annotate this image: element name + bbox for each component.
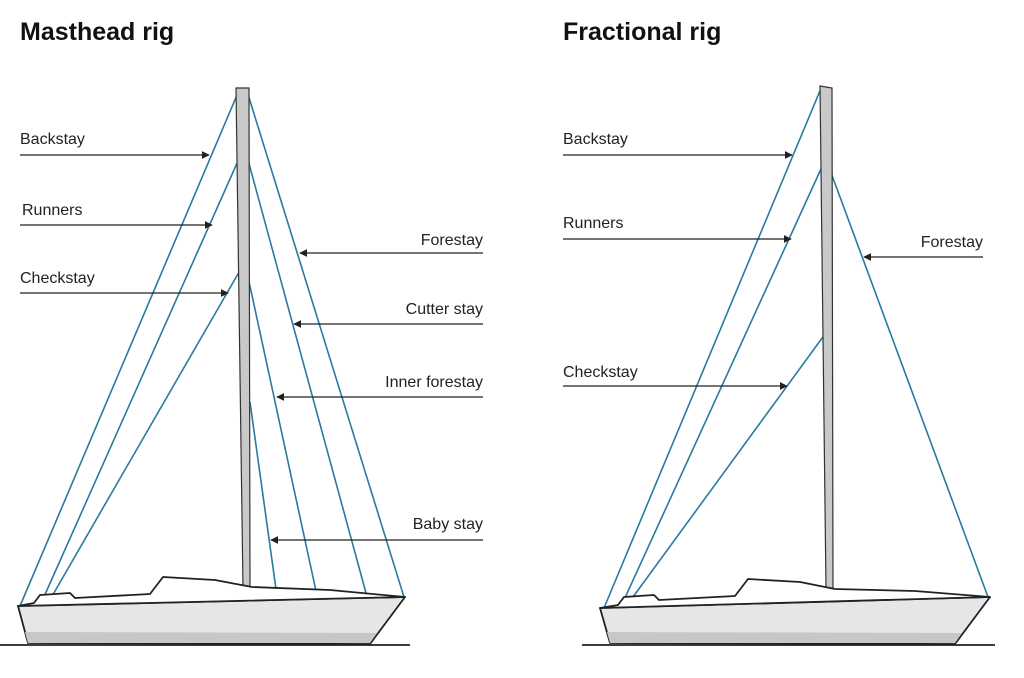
fractional-rig-panel: Fractional rig Backstay Runners Forestay… xyxy=(563,18,995,646)
fractional-title: Fractional rig xyxy=(563,18,721,46)
masthead-runner-line xyxy=(42,151,243,600)
masthead-label-cutter-stay: Cutter stay xyxy=(406,301,483,318)
masthead-label-checkstay: Checkstay xyxy=(20,270,95,287)
masthead-hull-boottop xyxy=(25,632,377,643)
masthead-label-backstay: Backstay xyxy=(20,131,85,148)
fractional-forestay-line xyxy=(829,169,989,598)
fractional-backstay-line xyxy=(603,85,823,609)
masthead-checkstay-line xyxy=(50,266,243,599)
masthead-backstay-line xyxy=(19,87,241,607)
masthead-baby-stay-line xyxy=(249,401,277,590)
fractional-label-checkstay: Checkstay xyxy=(563,364,638,381)
fractional-label-forestay: Forestay xyxy=(921,234,983,251)
fractional-runner-line xyxy=(623,157,827,601)
masthead-rig-panel: Masthead rig Backstay Runners Checkstay … xyxy=(0,18,483,646)
fractional-checkstay-line xyxy=(632,329,829,598)
masthead-mast xyxy=(235,87,251,590)
masthead-inner-forestay-line xyxy=(247,276,317,592)
fractional-label-runners: Runners xyxy=(563,215,623,232)
masthead-label-forestay: Forestay xyxy=(421,232,483,249)
masthead-title: Masthead rig xyxy=(20,18,174,46)
masthead-label-runners: Runners xyxy=(22,202,82,219)
masthead-deck-cabin xyxy=(17,576,406,607)
masthead-label-baby-stay: Baby stay xyxy=(413,516,483,533)
fractional-label-backstay: Backstay xyxy=(563,131,628,148)
masthead-forestay-line xyxy=(245,87,405,598)
masthead-label-inner-forestay: Inner forestay xyxy=(385,374,483,391)
fractional-deck-cabin xyxy=(599,578,991,609)
fractional-hull-boottop xyxy=(607,632,962,643)
masthead-cutter-stay-line xyxy=(247,159,367,594)
